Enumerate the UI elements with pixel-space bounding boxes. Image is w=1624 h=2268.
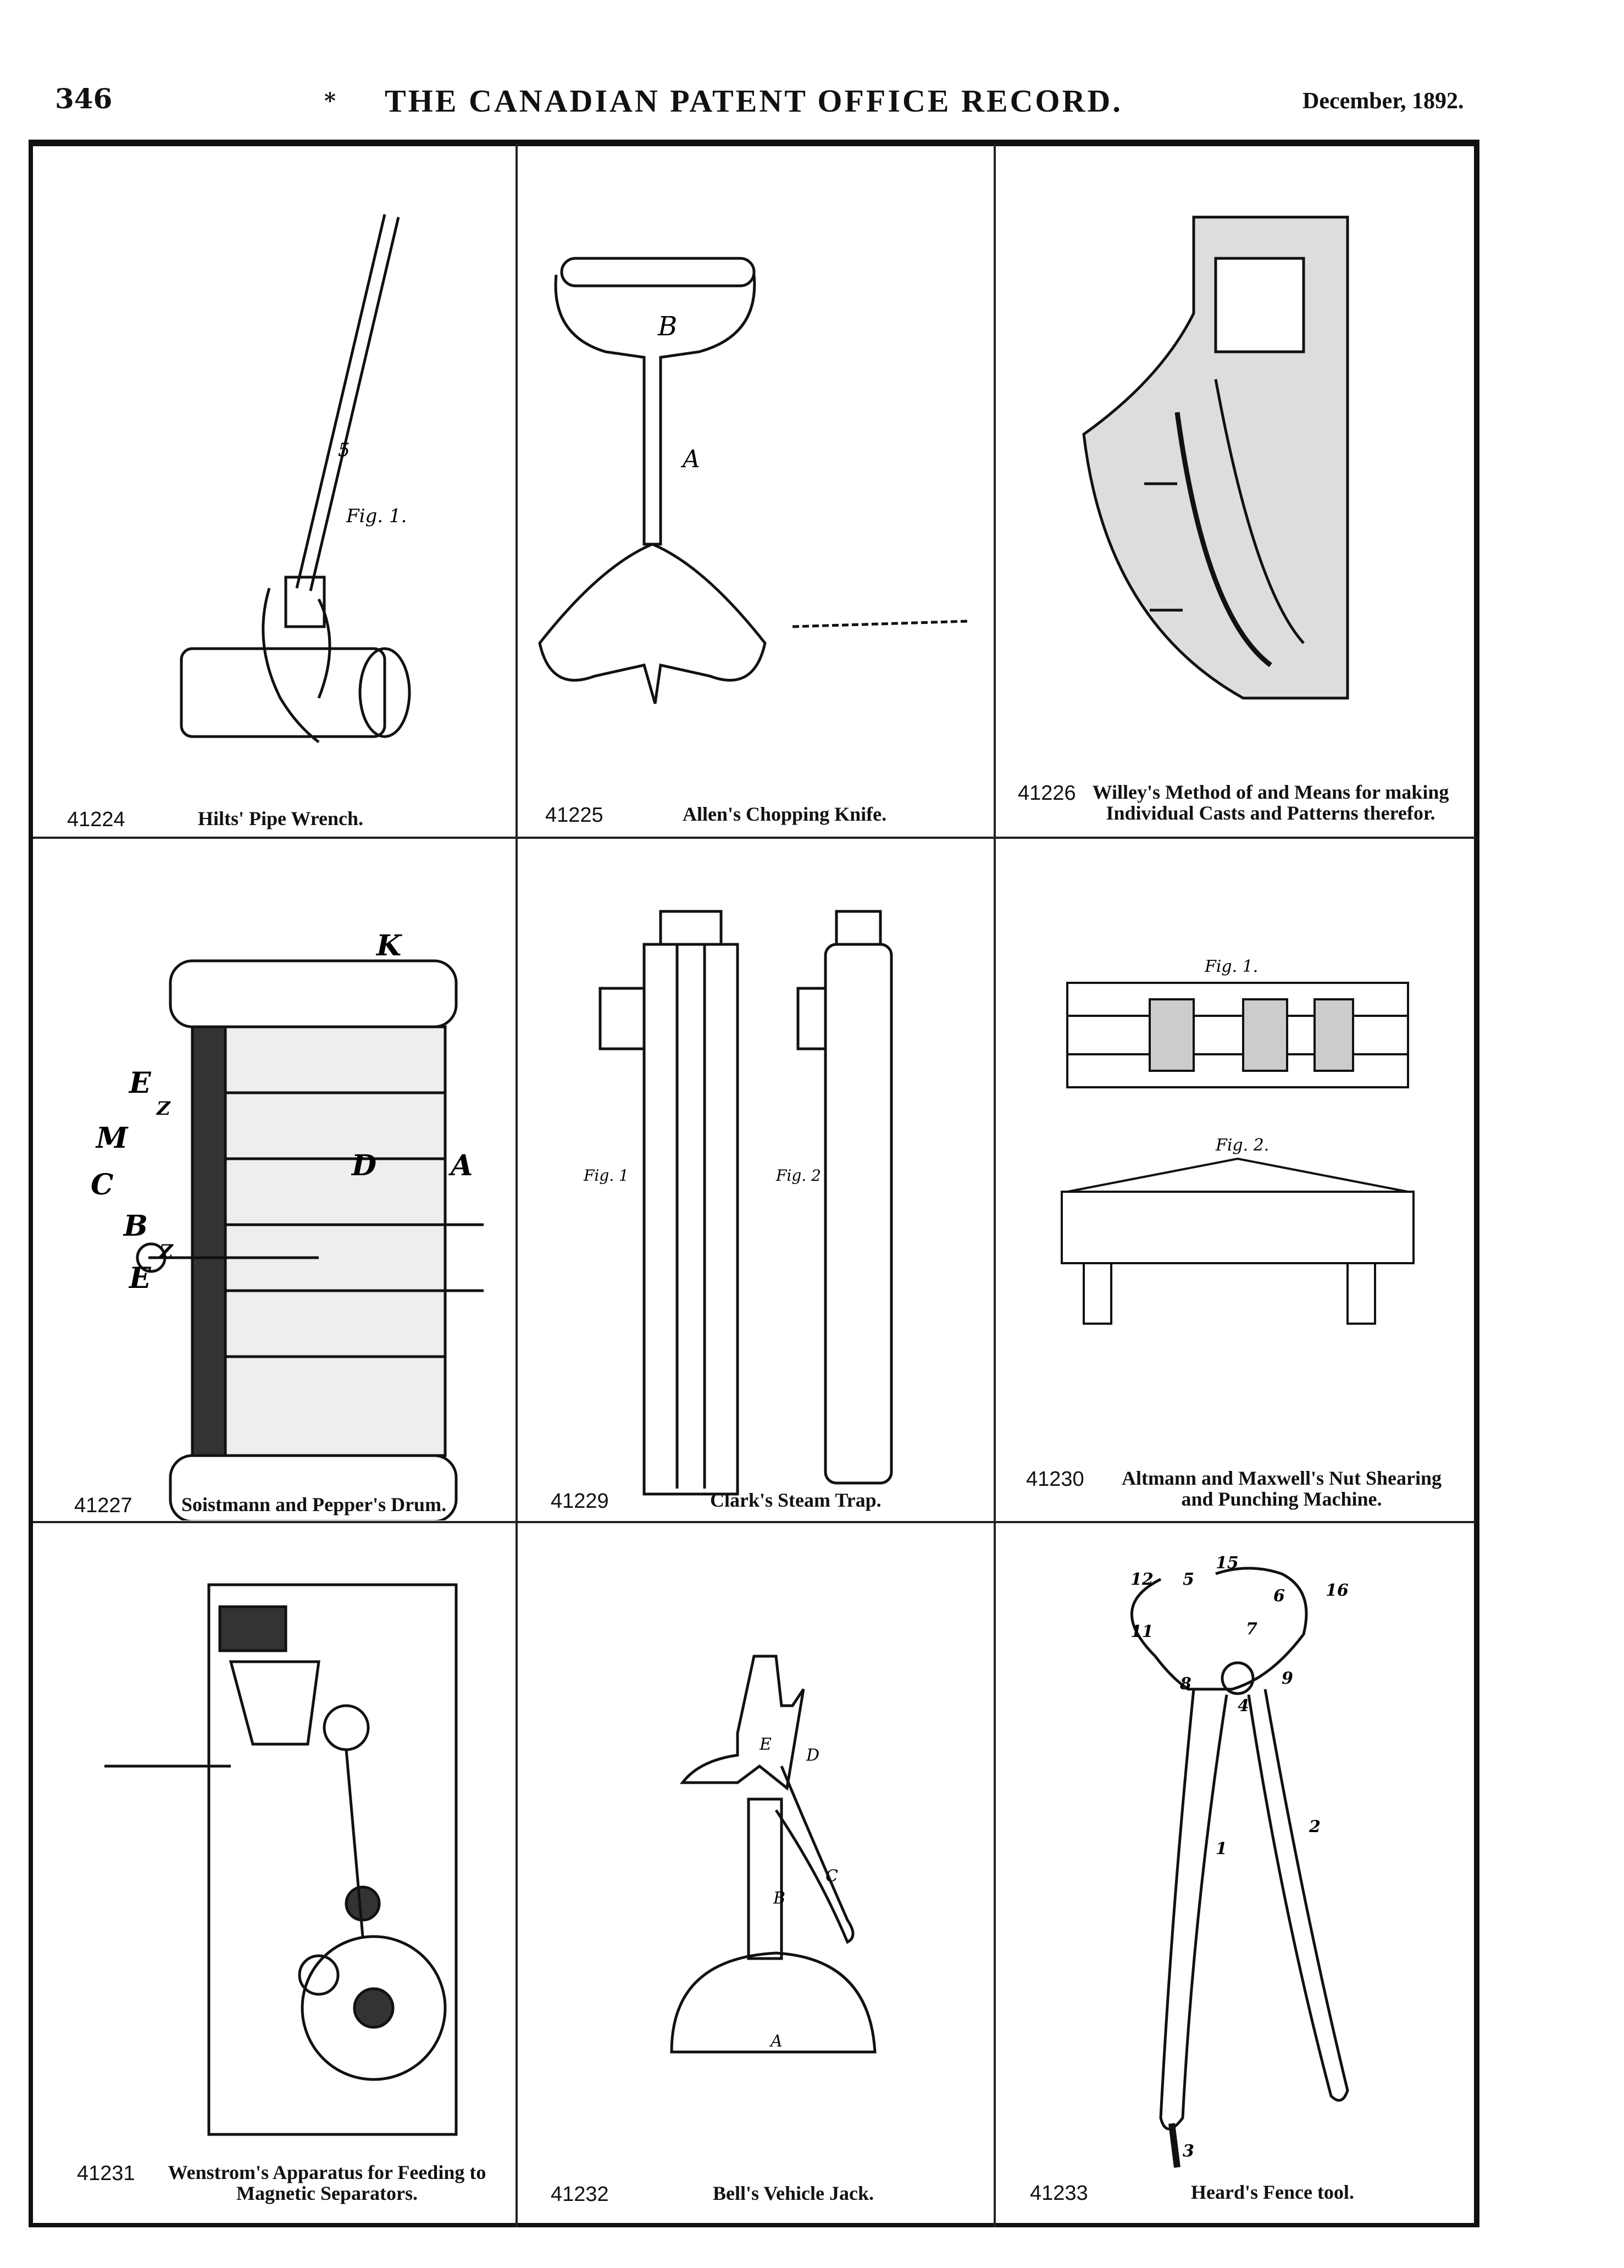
part-label: 2	[1309, 1817, 1321, 1836]
part-label: 12	[1130, 1570, 1154, 1589]
title-line: Magnetic Separators.	[236, 2182, 418, 2204]
part-label: 11	[1130, 1622, 1154, 1641]
patent-title: Hilts' Pipe Wrench.	[198, 807, 364, 829]
part-label: A	[448, 1149, 473, 1182]
part-label: 5	[338, 439, 350, 461]
fig-label: Fig. 1.	[1204, 957, 1258, 976]
page-frame	[29, 140, 1479, 2227]
row-divider	[33, 1521, 1476, 1523]
part-label: D	[806, 1746, 819, 1765]
title-line: Wenstrom's Apparatus for Feeding to	[168, 2161, 486, 2183]
pipe-wrench-drawing: Fig. 1. 5	[180, 214, 411, 743]
part-label: 9	[1282, 1669, 1293, 1688]
part-label: C	[825, 1867, 838, 1886]
patent-number: 41229	[551, 1490, 609, 1513]
fig-label: Fig. 2.	[1215, 1136, 1269, 1155]
patent-title: Clark's Steam Trap.	[710, 1489, 882, 1511]
patent-41226: 41226 Willey's Method of and Means for m…	[996, 148, 1477, 836]
part-label: D	[351, 1149, 376, 1182]
part-label: E	[128, 1066, 152, 1100]
part-label: A	[680, 445, 700, 473]
patent-title: Soistmann and Pepper's Drum.	[181, 1493, 447, 1515]
column-divider	[516, 144, 518, 2227]
part-label: 6	[1273, 1586, 1285, 1606]
part-label: 5	[1183, 1570, 1194, 1589]
part-label: C	[91, 1168, 113, 1202]
part-label: 1	[1216, 1839, 1227, 1858]
part-label: 3	[1183, 2142, 1194, 2161]
part-label: 16	[1326, 1581, 1349, 1600]
patent-number: 41226	[1018, 782, 1076, 805]
part-label: 8	[1179, 1674, 1191, 1694]
patent-41224: Fig. 1. 5 41224 Hilts' Pipe Wrench.	[33, 148, 516, 836]
column-divider	[994, 144, 996, 2227]
row-divider	[33, 837, 1476, 839]
part-label: 15	[1216, 1553, 1239, 1573]
patent-number: 41224	[67, 808, 125, 831]
patent-41230: Fig. 1. Fig. 2. 41230 Altmann and Maxwel…	[996, 840, 1477, 1520]
steam-trap-drawing: Fig. 1 Fig. 2	[583, 910, 893, 1496]
chopping-knife-drawing: B A	[538, 257, 969, 704]
ornament: *	[324, 88, 336, 114]
patent-number: 41232	[551, 2183, 609, 2206]
patent-41225: B A 41225 Allen's Chopping Knife.	[518, 148, 994, 836]
part-label: Z	[156, 1098, 171, 1120]
title-line: Altmann and Maxwell's Nut Shearing	[1121, 1467, 1442, 1489]
patent-41233: 12 5 15 6 16 11 7 8 4 9 1 2 3 41233 Hear…	[996, 1524, 1477, 2222]
part-label: B	[773, 1889, 785, 1908]
title-line: and Punching Machine.	[1181, 1488, 1382, 1510]
part-label: B	[657, 311, 677, 342]
title-line: Willey's Method of and Means for making	[1092, 781, 1449, 803]
patent-number: 41231	[77, 2162, 135, 2185]
casts-pattern-drawing	[1082, 215, 1349, 700]
patent-number: 41227	[74, 1494, 132, 1517]
patent-title: Heard's Fence tool.	[1191, 2181, 1354, 2203]
patent-41231: 41231 Wenstrom's Apparatus for Feeding t…	[33, 1524, 516, 2222]
part-label: B	[123, 1209, 148, 1243]
patent-title: Allen's Chopping Knife.	[683, 803, 887, 825]
drum-drawing: K E Z M C D A B Z E	[91, 929, 484, 1520]
part-label: Z	[158, 1241, 174, 1263]
part-label: 4	[1238, 1696, 1249, 1716]
patent-number: 41233	[1030, 2182, 1088, 2205]
nut-shearing-machine-drawing: Fig. 1. Fig. 2.	[1061, 957, 1415, 1325]
fence-tool-drawing: 12 5 15 6 16 11 7 8 4 9 1 2 3	[1130, 1553, 1349, 2168]
part-label: E	[759, 1735, 772, 1754]
part-label: K	[375, 929, 402, 962]
patent-title: Bell's Vehicle Jack.	[713, 2182, 874, 2204]
patent-41232: E D B C A 41232 Bell's Vehicle Jack.	[518, 1524, 994, 2222]
part-label: A	[769, 2032, 783, 2051]
part-label: E	[128, 1262, 152, 1295]
page-number: 346	[55, 82, 113, 115]
magnetic-separator-drawing	[104, 1583, 458, 2136]
patent-number: 41230	[1026, 1468, 1084, 1491]
part-label: 7	[1246, 1619, 1257, 1639]
patent-number: 41225	[545, 804, 603, 827]
fig-label: Fig. 1	[583, 1166, 629, 1185]
patent-41229: Fig. 1 Fig. 2 41229 Clark's Steam Trap.	[518, 840, 994, 1520]
issue-date: December, 1892.	[1302, 88, 1464, 114]
fig-label: Fig. 2	[775, 1166, 821, 1185]
publication-title: THE CANADIAN PATENT OFFICE RECORD.	[385, 83, 1123, 119]
fig-label: Fig. 1.	[346, 505, 407, 527]
patent-41227: K E Z M C D A B Z E 41227 Soistmann and …	[33, 840, 516, 1520]
title-line: Individual Casts and Patterns therefor.	[1106, 802, 1435, 824]
part-label: M	[95, 1121, 129, 1155]
vehicle-jack-drawing: E D B C A	[670, 1655, 877, 2054]
